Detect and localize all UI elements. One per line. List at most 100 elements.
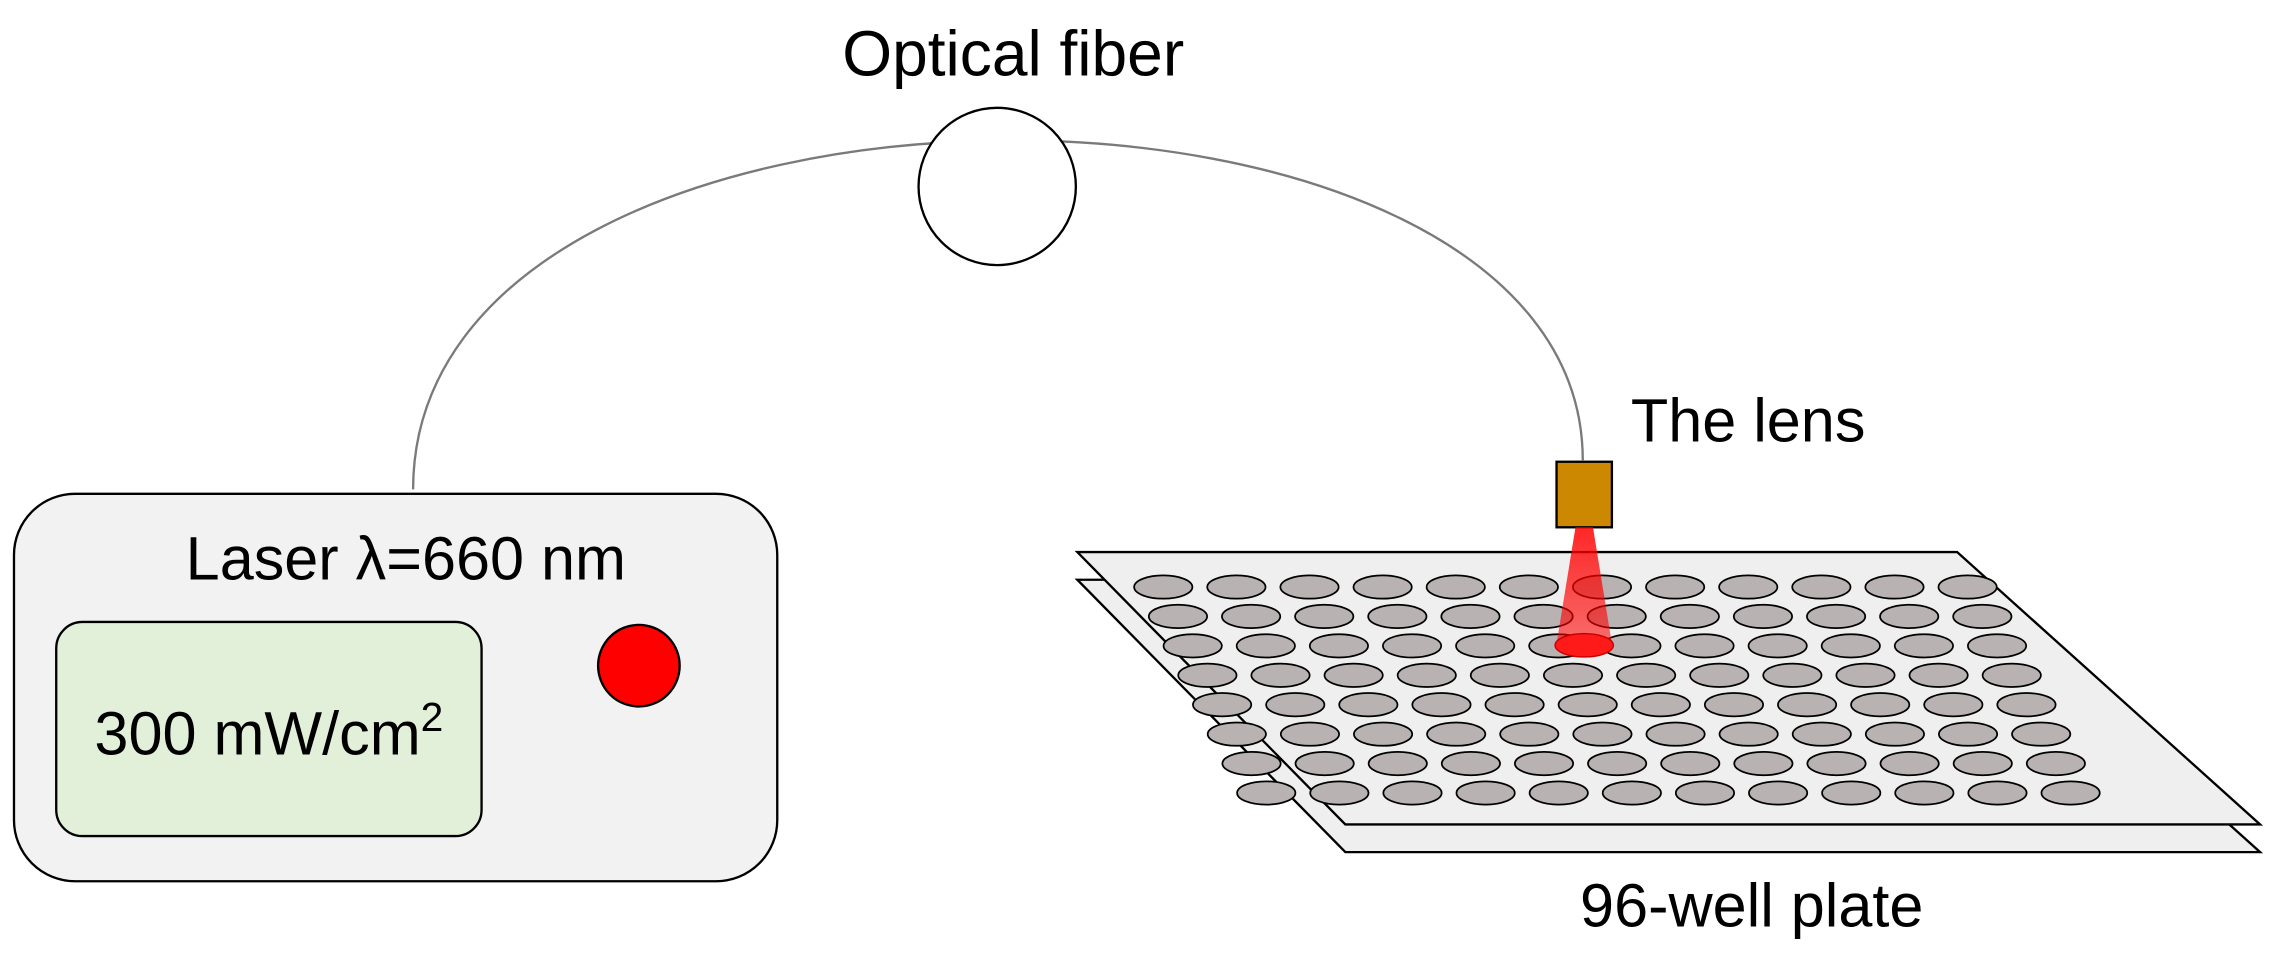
well	[1206, 721, 1267, 747]
well	[1426, 721, 1487, 747]
well	[1864, 574, 1925, 600]
well	[1674, 780, 1735, 806]
well	[1455, 633, 1516, 659]
well	[1835, 662, 1896, 688]
well	[1660, 751, 1721, 777]
well	[1821, 780, 1882, 806]
power-density-superscript: 2	[421, 694, 444, 740]
well	[1747, 633, 1808, 659]
plate-label: 96-well plate	[1580, 871, 1923, 939]
well	[1718, 721, 1779, 747]
laser-label: Laser λ=660 nm	[186, 525, 626, 593]
well	[1367, 751, 1428, 777]
well	[1674, 633, 1735, 659]
well-grid	[1133, 574, 2101, 806]
well	[1425, 574, 1486, 600]
power-display-panel	[55, 620, 483, 838]
well	[1265, 692, 1326, 718]
well	[1850, 692, 1911, 718]
well	[1762, 662, 1823, 688]
lens	[1555, 460, 1614, 529]
well	[1411, 692, 1472, 718]
well	[1206, 574, 1267, 600]
well	[1587, 751, 1648, 777]
well	[1382, 780, 1443, 806]
well	[1498, 574, 1559, 600]
well	[1718, 574, 1779, 600]
well	[1514, 751, 1575, 777]
well	[1601, 780, 1662, 806]
well	[1352, 574, 1413, 600]
well	[1748, 780, 1809, 806]
well	[2040, 780, 2101, 806]
well	[1557, 692, 1618, 718]
well	[1572, 721, 1633, 747]
well	[1879, 751, 1940, 777]
well	[1777, 692, 1838, 718]
well	[1791, 721, 1852, 747]
well	[1235, 633, 1296, 659]
well	[1923, 692, 1984, 718]
well	[1908, 662, 1969, 688]
well	[1294, 751, 1355, 777]
well	[1543, 662, 1604, 688]
well	[1806, 751, 1867, 777]
well	[1864, 721, 1925, 747]
laser-device: Laser λ=660 nm 300 mW/cm2	[12, 492, 779, 883]
well	[1820, 633, 1881, 659]
laser-beam-cone	[1556, 527, 1612, 644]
well	[1382, 633, 1443, 659]
power-density-label: 300 mW/cm2	[94, 694, 443, 767]
well	[1952, 751, 2013, 777]
fiber-coil-loop	[917, 106, 1078, 267]
well	[1894, 780, 1955, 806]
well	[1967, 780, 2028, 806]
well	[1645, 721, 1706, 747]
well	[1469, 662, 1530, 688]
well	[1279, 574, 1340, 600]
well	[1879, 603, 1940, 629]
well	[1177, 662, 1238, 688]
well	[1396, 662, 1457, 688]
well	[2025, 751, 2086, 777]
well	[1981, 662, 2042, 688]
well	[1455, 780, 1516, 806]
well	[1996, 692, 2057, 718]
well	[1308, 633, 1369, 659]
well	[1309, 780, 1370, 806]
well	[1528, 780, 1589, 806]
laser-beam	[1554, 527, 1615, 658]
well	[1484, 692, 1545, 718]
well	[1791, 574, 1852, 600]
well	[1192, 692, 1253, 718]
lens-label: The lens	[1631, 386, 1866, 454]
well	[1279, 721, 1340, 747]
well	[1967, 633, 2028, 659]
well	[1806, 603, 1867, 629]
well	[1689, 662, 1750, 688]
well	[1221, 603, 1282, 629]
well	[1236, 780, 1297, 806]
laser-indicator-light	[596, 623, 681, 708]
well	[1952, 603, 2013, 629]
well	[1294, 603, 1355, 629]
well	[1353, 721, 1414, 747]
well	[1133, 574, 1194, 600]
well	[1703, 692, 1764, 718]
well	[1893, 633, 1954, 659]
laser-spot	[1554, 632, 1615, 658]
well	[1221, 751, 1282, 777]
well	[1645, 574, 1706, 600]
well	[1440, 603, 1501, 629]
well	[1937, 574, 1998, 600]
well	[1659, 603, 1720, 629]
well	[1440, 751, 1501, 777]
well	[1147, 603, 1208, 629]
well	[1499, 721, 1560, 747]
well	[1938, 721, 1999, 747]
optical-fiber-label: Optical fiber	[842, 18, 1184, 90]
well	[1367, 603, 1428, 629]
well	[1616, 662, 1677, 688]
well	[1338, 692, 1399, 718]
